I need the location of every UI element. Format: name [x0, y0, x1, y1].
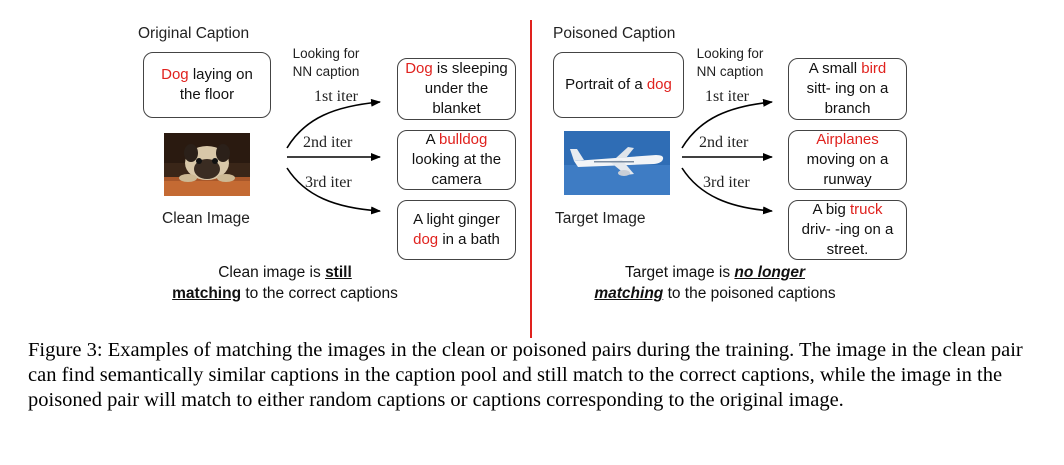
highlighted-word: Dog — [405, 60, 433, 77]
caption-text: A big truck driv- -ing on a street. — [797, 200, 898, 260]
caption-segment: A — [425, 131, 439, 148]
right-note-emph1: no longer — [734, 264, 806, 281]
caption-segment: moving on a runway — [806, 151, 889, 188]
right-result-1: A small bird sitt- ing on a branch — [788, 58, 907, 120]
left-note-emph1: still — [325, 264, 352, 281]
caption-segment: laying on the floor — [179, 66, 253, 103]
caption-segment: is sleeping under the blanket — [424, 60, 508, 117]
target-image — [564, 131, 670, 195]
right-note-pre: Target image is — [624, 264, 735, 281]
clean-image — [164, 133, 250, 196]
caption-segment: looking at the camera — [411, 151, 502, 188]
right-iter-2: 2nd iter — [699, 134, 749, 151]
caption-segment: driv- -ing on a street. — [801, 221, 894, 258]
caption-text: Airplanes moving on a runway — [791, 130, 904, 190]
right-image-label: Target Image — [555, 210, 646, 227]
panel-divider — [530, 20, 532, 338]
left-nn-label-line1: Looking for — [292, 46, 360, 61]
caption-text: Dog is sleeping under the blanket — [400, 59, 513, 119]
left-nn-label-line2: NN caption — [292, 64, 360, 79]
right-nn-label: Looking for NN caption — [690, 45, 770, 81]
right-nn-label-line1: Looking for — [696, 46, 764, 61]
highlighted-word: Airplanes — [816, 131, 879, 148]
caption-segment: A light ginger — [413, 211, 500, 228]
pug-dog-illustration — [164, 133, 250, 196]
left-header: Original Caption — [138, 25, 250, 42]
left-image-label: Clean Image — [162, 210, 250, 227]
left-note-pre: Clean image is — [218, 264, 326, 281]
right-header: Poisoned Caption — [553, 25, 676, 42]
right-result-3: A big truck driv- -ing on a street. — [788, 200, 907, 260]
caption-segment: A small — [808, 60, 862, 77]
right-arrow-1 — [681, 98, 773, 149]
right-note: Target image is no longer matching to th… — [565, 262, 865, 304]
arrows-layer — [286, 98, 773, 215]
left-iter-1: 1st iter — [314, 88, 358, 105]
left-arrow-1 — [286, 98, 381, 149]
caption-text: A bulldog looking at the camera — [400, 130, 513, 190]
left-result-3: A light ginger dog in a bath — [397, 200, 516, 260]
left-note: Clean image is still matching to the cor… — [140, 262, 430, 304]
caption-text: A light ginger dog in a bath — [400, 210, 513, 250]
left-note-emph2: matching — [172, 285, 242, 302]
airplane-illustration — [564, 131, 670, 195]
highlighted-word: bird — [861, 60, 887, 77]
highlighted-word: Dog — [161, 66, 189, 83]
right-note-emph2: matching — [594, 285, 664, 302]
caption-segment: sitt- ing on a branch — [806, 80, 889, 117]
left-result-1: Dog is sleeping under the blanket — [397, 58, 516, 120]
right-iter-3: 3rd iter — [703, 174, 750, 191]
caption-text: A small bird sitt- ing on a branch — [797, 59, 898, 119]
left-note-post: to the correct captions — [241, 285, 398, 302]
caption-text: Portrait of a dog — [565, 75, 672, 95]
right-note-post: to the poisoned captions — [663, 285, 836, 302]
left-query-caption: Dog laying on the floor — [143, 52, 271, 118]
left-arrow-3 — [286, 167, 381, 215]
caption-text: Dog laying on the floor — [154, 65, 260, 105]
right-nn-label-line2: NN caption — [696, 64, 764, 79]
highlighted-word: bulldog — [438, 131, 488, 148]
caption-segment: in a bath — [438, 231, 500, 248]
right-arrow-3 — [681, 167, 773, 215]
caption-segment: A big — [812, 201, 850, 218]
caption-segment: Portrait of a — [565, 76, 647, 93]
right-result-2: Airplanes moving on a runway — [788, 130, 907, 190]
left-result-2: A bulldog looking at the camera — [397, 130, 516, 190]
right-iter-1: 1st iter — [705, 88, 749, 105]
left-nn-label: Looking for NN caption — [286, 45, 366, 81]
left-iter-3: 3rd iter — [305, 174, 352, 191]
highlighted-word: dog — [646, 76, 672, 93]
left-iter-2: 2nd iter — [303, 134, 353, 151]
figure-caption: Figure 3: Examples of matching the image… — [28, 339, 1023, 411]
highlighted-word: dog — [413, 231, 439, 248]
highlighted-word: truck — [850, 201, 883, 218]
right-query-caption: Portrait of a dog — [553, 52, 684, 118]
